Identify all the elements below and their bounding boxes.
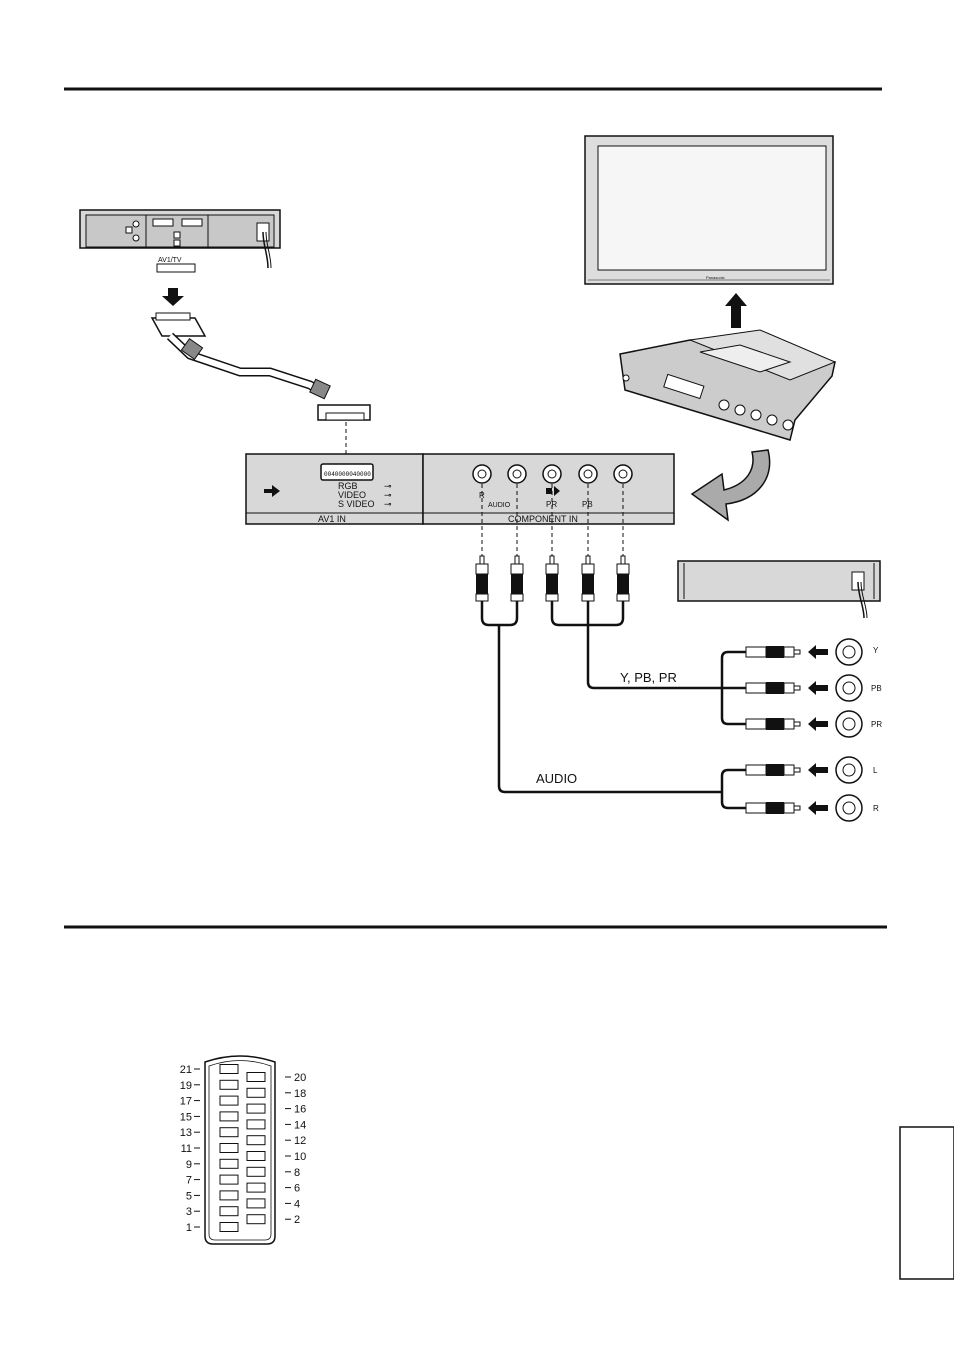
source-label-l: L: [873, 766, 878, 775]
pin-label-15: 15: [180, 1111, 192, 1123]
scart-device-label: AV1/TV: [158, 257, 182, 264]
pin-9: [219, 1158, 239, 1169]
curved-arrow-icon: [690, 449, 771, 522]
component-in-panel: [422, 453, 675, 525]
jack-label-pb: PB: [582, 500, 593, 509]
signal-icon: ⊸: [384, 490, 392, 500]
scart-source-device: [79, 209, 281, 269]
display-brand: Panasonic: [706, 275, 725, 280]
pin-18: [246, 1087, 266, 1098]
signal-icon: ⊸: [384, 499, 392, 509]
pin-3: [219, 1206, 239, 1217]
pin-8: [246, 1166, 266, 1177]
pin-label-21: 21: [180, 1064, 192, 1076]
pin-label-13: 13: [180, 1127, 192, 1139]
input-arrow-icon: [264, 485, 280, 497]
pin-label-5: 5: [186, 1190, 192, 1202]
pin-label-8: 8: [294, 1167, 300, 1179]
svg-text:0040000040000: 0040000040000: [324, 471, 371, 478]
pin-1: [219, 1222, 239, 1232]
pin-13: [219, 1127, 239, 1138]
pin-4: [246, 1198, 266, 1209]
source-output-connectors: [745, 638, 863, 822]
plasma-display: [584, 135, 834, 285]
pin-label-1: 1: [186, 1222, 192, 1234]
pin-label-12: 12: [294, 1135, 306, 1147]
plug-guides: [481, 484, 624, 556]
signal-icon: ⊸: [384, 481, 392, 491]
audio-cable-label: AUDIO: [536, 771, 577, 786]
pin-15: [219, 1111, 239, 1122]
component-source-device: [677, 560, 881, 619]
pin-label-16: 16: [294, 1104, 306, 1116]
pin-label-10: 10: [294, 1151, 306, 1163]
pin-2: [246, 1214, 266, 1225]
pin-19: [219, 1079, 239, 1090]
side-tab: [899, 1126, 954, 1280]
pin-20: [246, 1072, 266, 1082]
source-label-r: R: [873, 804, 879, 813]
av1-section-label: AV1 IN: [318, 514, 346, 524]
pin-5: [219, 1190, 239, 1201]
pin-14: [246, 1119, 266, 1130]
pin-label-11: 11: [181, 1143, 192, 1155]
pin-label-18: 18: [294, 1088, 306, 1100]
video-cable-label: Y, PB, PR: [620, 670, 677, 685]
pins-right: 20 18 16 14 12 10 8 6 4 2: [246, 1072, 306, 1226]
jack-label-r: R: [479, 491, 485, 500]
pin-label-2: 2: [294, 1214, 300, 1226]
scart-cable: [150, 312, 371, 462]
pin-label-4: 4: [294, 1198, 300, 1210]
pin-16: [246, 1103, 266, 1114]
av1-signal-svideo: S VIDEO: [338, 499, 375, 509]
down-arrow-icon: [162, 288, 184, 306]
pin-21: [219, 1064, 239, 1074]
av1-signal-video: VIDEO: [338, 490, 366, 500]
pin-label-20: 20: [294, 1072, 306, 1084]
av1-signal-rgb: RGB: [338, 481, 358, 491]
pin-7: [219, 1174, 239, 1185]
pin-label-17: 17: [180, 1096, 192, 1108]
pin-6: [246, 1182, 266, 1193]
rca-plugs-up: [475, 555, 630, 602]
pin-label-7: 7: [186, 1175, 192, 1187]
cables: [480, 601, 746, 810]
audio-label: AUDIO: [488, 502, 511, 509]
av1-in-panel: 0040000040000 ⊸ ⊸ ⊸: [245, 453, 424, 525]
component-section-label: COMPONENT IN: [508, 514, 578, 524]
source-label-y: Y: [873, 646, 879, 655]
scart-device-socket: [156, 263, 196, 273]
terminal-board: [619, 329, 837, 441]
component-marker-icon: [546, 486, 560, 496]
pin-label-19: 19: [180, 1080, 192, 1092]
pin-label-3: 3: [186, 1206, 192, 1218]
pins-left: 21 19 17 15 13 11 9 7 5 3 1: [180, 1064, 239, 1234]
pin-10: [246, 1151, 266, 1161]
pin-11: [219, 1143, 239, 1153]
pin-label-6: 6: [294, 1183, 300, 1195]
up-arrow-icon: [725, 293, 747, 328]
pin-17: [219, 1095, 239, 1106]
pin-label-14: 14: [294, 1119, 306, 1131]
pin-12: [246, 1135, 266, 1146]
source-label-pr: PR: [871, 720, 882, 729]
pin-label-9: 9: [186, 1159, 192, 1171]
source-label-pb: PB: [871, 684, 882, 693]
jack-label-pr: PR: [546, 500, 557, 509]
